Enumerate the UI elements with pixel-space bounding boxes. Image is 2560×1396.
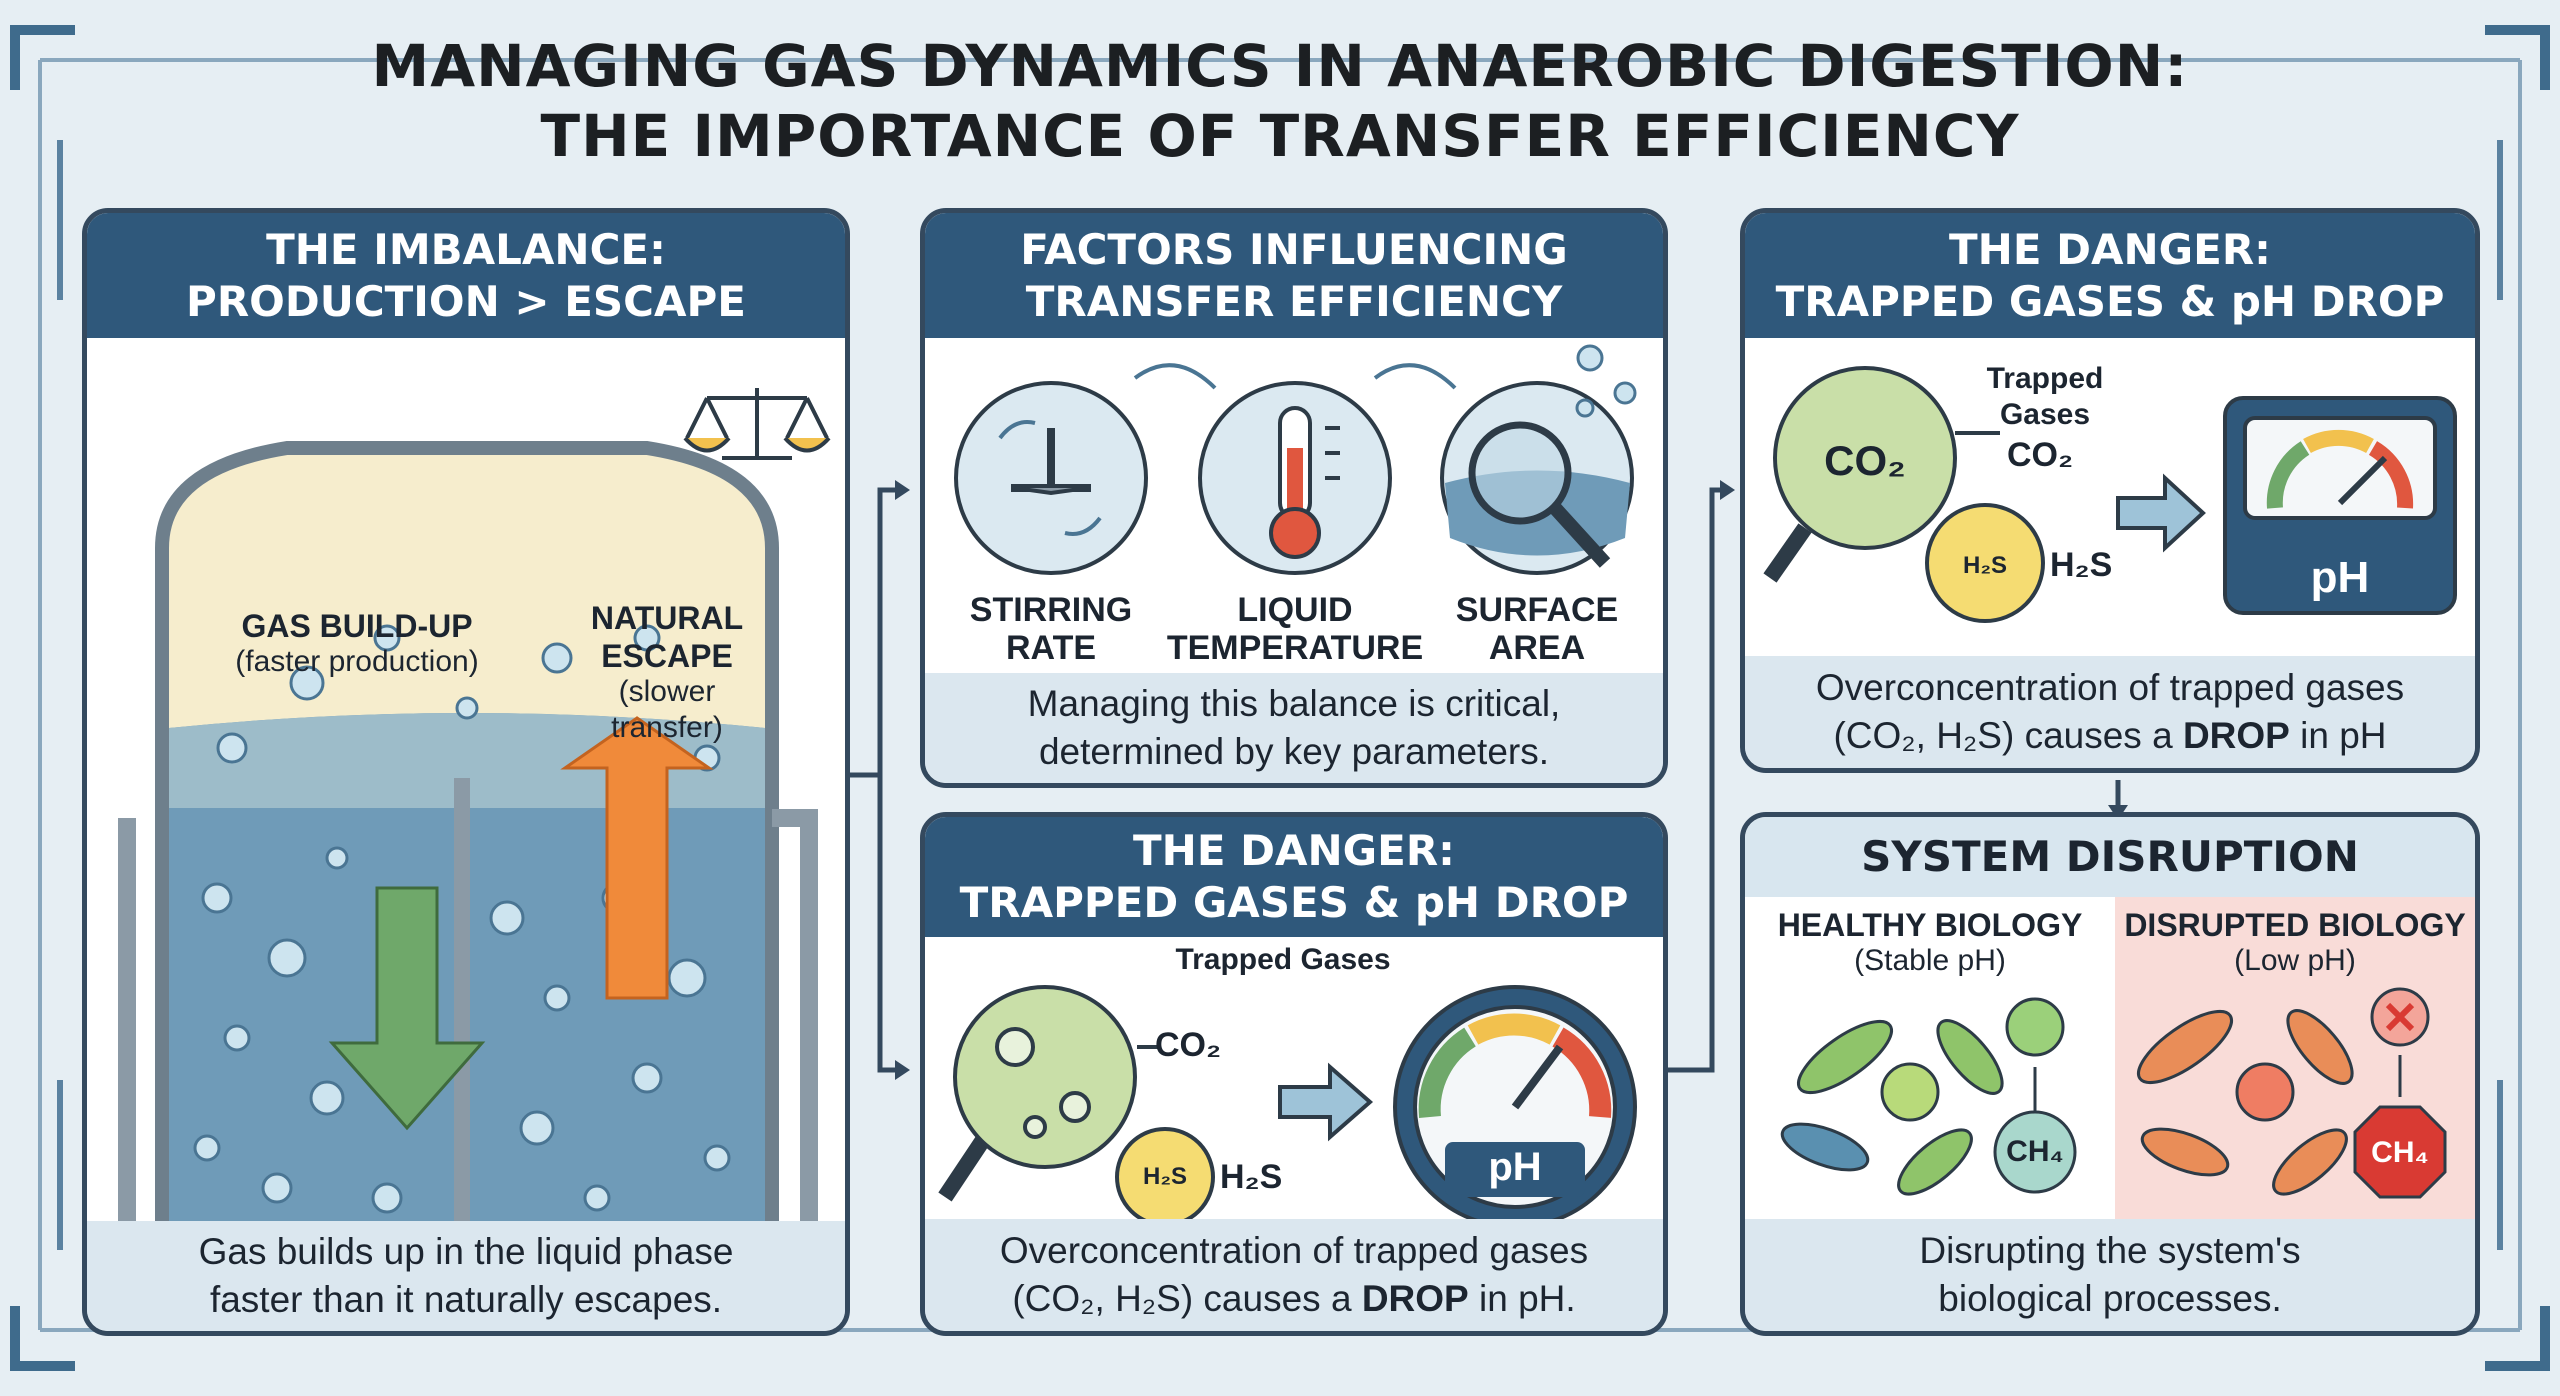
danger-top-trapped-2: Gases bbox=[1999, 398, 2091, 431]
danger-top-ph-label: pH bbox=[2310, 553, 2370, 602]
imbalance-header-line1: THE IMBALANCE: bbox=[266, 224, 666, 274]
danger-mid-footer-line2: (CO₂, H₂S) causes a DROP in pH. bbox=[925, 1275, 1663, 1323]
factors-footer-line1: Managing this balance is critical, bbox=[1027, 683, 1561, 724]
danger-top-h2s-label: H₂S bbox=[2050, 546, 2113, 584]
danger-mid-footer-post: in pH. bbox=[1468, 1278, 1576, 1319]
panel-disruption-header: SYSTEM DISRUPTION bbox=[1745, 817, 2475, 897]
panel-system-disruption: SYSTEM DISRUPTION HEALTHY BIOLOGY (Stabl… bbox=[1740, 812, 2480, 1336]
danger-mid-footer-bold: DROP bbox=[1361, 1278, 1469, 1319]
factor-temperature-line2: TEMPERATURE bbox=[1166, 629, 1424, 667]
panel-danger-top: THE DANGER: TRAPPED GASES & pH DROP CO₂ … bbox=[1740, 208, 2480, 773]
panel-imbalance: THE IMBALANCE: PRODUCTION > ESCAPE GAS bbox=[82, 208, 850, 1336]
danger-mid-h2s-bubble: H₂S bbox=[1142, 1163, 1187, 1190]
factor-surface-line2: AREA bbox=[1488, 629, 1586, 667]
danger-mid-footer-pre: (CO₂, H₂S) causes a bbox=[1012, 1278, 1362, 1319]
smile-icon bbox=[2005, 997, 2065, 1057]
panel-disruption-footer: Disrupting the system's biological proce… bbox=[1745, 1219, 2475, 1331]
healthy-biology-title: HEALTHY BIOLOGY bbox=[1777, 907, 2083, 943]
danger-mid-illustration bbox=[938, 985, 1637, 1229]
danger-top-illustration bbox=[1763, 366, 2457, 623]
disruption-header: SYSTEM DISRUPTION bbox=[1861, 832, 2359, 881]
natural-escape-label-1: NATURAL bbox=[590, 600, 744, 636]
danger-top-header-line2: TRAPPED GASES & pH DROP bbox=[1775, 276, 2445, 326]
digester-tank-illustration bbox=[118, 388, 831, 1289]
factor-surface-line1: SURFACE bbox=[1455, 591, 1619, 629]
disruption-footer-line2: biological processes. bbox=[1938, 1278, 2282, 1319]
disrupted-biology-sub: (Low pH) bbox=[2234, 944, 2356, 977]
co2-bubble-icon bbox=[953, 985, 1137, 1169]
danger-top-footer-pre: (CO₂, H₂S) causes a bbox=[1833, 715, 2183, 756]
ch4-bad-label: CH₄ bbox=[2371, 1136, 2429, 1169]
danger-top-co2-bubble: CO₂ bbox=[1824, 437, 1906, 484]
gas-buildup-sub: (faster production) bbox=[235, 645, 479, 678]
panel-danger-top-header: THE DANGER: TRAPPED GASES & pH DROP bbox=[1745, 213, 2475, 338]
disruption-footer-line1: Disrupting the system's bbox=[1919, 1230, 2301, 1271]
danger-mid-header-line1: THE DANGER: bbox=[1133, 826, 1455, 875]
danger-top-trapped-1: Trapped bbox=[1986, 362, 2104, 395]
ch4-stop-icon bbox=[2353, 1105, 2447, 1199]
panel-imbalance-footer: Gas builds up in the liquid phase faster… bbox=[87, 1221, 845, 1331]
panel-factors-footer: Managing this balance is critical, deter… bbox=[925, 673, 1663, 783]
danger-mid-footer-line1: Overconcentration of trapped gases bbox=[999, 1230, 1589, 1271]
co2-bubble-icon bbox=[1773, 366, 1957, 550]
factors-header-line2: TRANSFER EFFICIENCY bbox=[1025, 276, 1563, 326]
panel-danger-middle-footer: Overconcentration of trapped gases (CO₂,… bbox=[925, 1219, 1663, 1331]
factor-icons bbox=[954, 344, 1637, 575]
imbalance-footer-line2: faster than it naturally escapes. bbox=[209, 1279, 723, 1320]
happy-microbe-icon bbox=[1880, 1062, 1940, 1122]
natural-escape-label-2: ESCAPE bbox=[601, 638, 733, 674]
danger-top-header-line1: THE DANGER: bbox=[1949, 224, 2271, 274]
factor-stirring-line2: RATE bbox=[1005, 629, 1097, 667]
gas-buildup-label: GAS BUILD-UP bbox=[241, 608, 473, 644]
danger-mid-header-line2: TRAPPED GASES & pH DROP bbox=[959, 878, 1629, 927]
angry-microbe-icon bbox=[2235, 1062, 2295, 1122]
natural-escape-sub-1: (slower bbox=[618, 675, 716, 708]
factors-footer-line2: determined by key parameters. bbox=[1038, 731, 1549, 772]
main-title-line1: MANAGING GAS DYNAMICS IN ANAEROBIC DIGES… bbox=[371, 32, 2189, 100]
build-up-arrow bbox=[328, 886, 486, 1131]
natural-escape-sub-2: transfer) bbox=[611, 711, 723, 744]
panel-imbalance-header: THE IMBALANCE: PRODUCTION > ESCAPE bbox=[87, 213, 845, 338]
danger-top-footer-post: in pH bbox=[2289, 715, 2387, 756]
panel-factors: FACTORS INFLUENCING TRANSFER EFFICIENCY … bbox=[920, 208, 1668, 788]
main-title-line2: THE IMPORTANCE OF TRANSFER EFFICIENCY bbox=[540, 102, 2020, 170]
panel-danger-middle-header: THE DANGER: TRAPPED GASES & pH DROP bbox=[925, 817, 1663, 937]
balance-scale-icon bbox=[683, 388, 831, 460]
factor-stirring-line1: STIRRING bbox=[969, 591, 1133, 629]
danger-top-co2-label: CO₂ bbox=[2007, 436, 2074, 474]
biology-illustration bbox=[1780, 987, 2447, 1199]
ch4-good-icon bbox=[1993, 1110, 2077, 1194]
danger-top-footer-line2: (CO₂, H₂S) causes a DROP in pH bbox=[1745, 712, 2475, 760]
danger-mid-ph-label: pH bbox=[1488, 1145, 1542, 1189]
danger-top-footer-line1: Overconcentration of trapped gases bbox=[1815, 667, 2405, 708]
factors-header-line1: FACTORS INFLUENCING bbox=[1020, 224, 1568, 274]
imbalance-header-line2: PRODUCTION > ESCAPE bbox=[186, 276, 746, 326]
danger-mid-h2s-label: H₂S bbox=[1220, 1158, 1283, 1196]
panel-danger-middle: THE DANGER: TRAPPED GASES & pH DROP Trap… bbox=[920, 812, 1668, 1336]
factor-temperature-line1: LIQUID bbox=[1237, 591, 1353, 629]
ch4-good-label: CH₄ bbox=[2006, 1135, 2064, 1168]
danger-top-footer-bold: DROP bbox=[2182, 715, 2290, 756]
danger-mid-trapped-label: Trapped Gases bbox=[1175, 943, 1391, 976]
h2s-bubble-icon bbox=[1925, 503, 2045, 623]
disrupted-biology-title: DISRUPTED BIOLOGY bbox=[2124, 907, 2466, 943]
imbalance-footer-line1: Gas builds up in the liquid phase bbox=[198, 1231, 734, 1272]
escape-arrow bbox=[560, 716, 714, 1000]
panel-danger-top-footer: Overconcentration of trapped gases (CO₂,… bbox=[1745, 656, 2475, 768]
danger-mid-co2-label: CO₂ bbox=[1155, 1026, 1222, 1064]
danger-top-h2s-bubble: H₂S bbox=[1962, 552, 2007, 579]
healthy-biology-sub: (Stable pH) bbox=[1854, 944, 2006, 977]
panel-factors-header: FACTORS INFLUENCING TRANSFER EFFICIENCY bbox=[925, 213, 1663, 338]
